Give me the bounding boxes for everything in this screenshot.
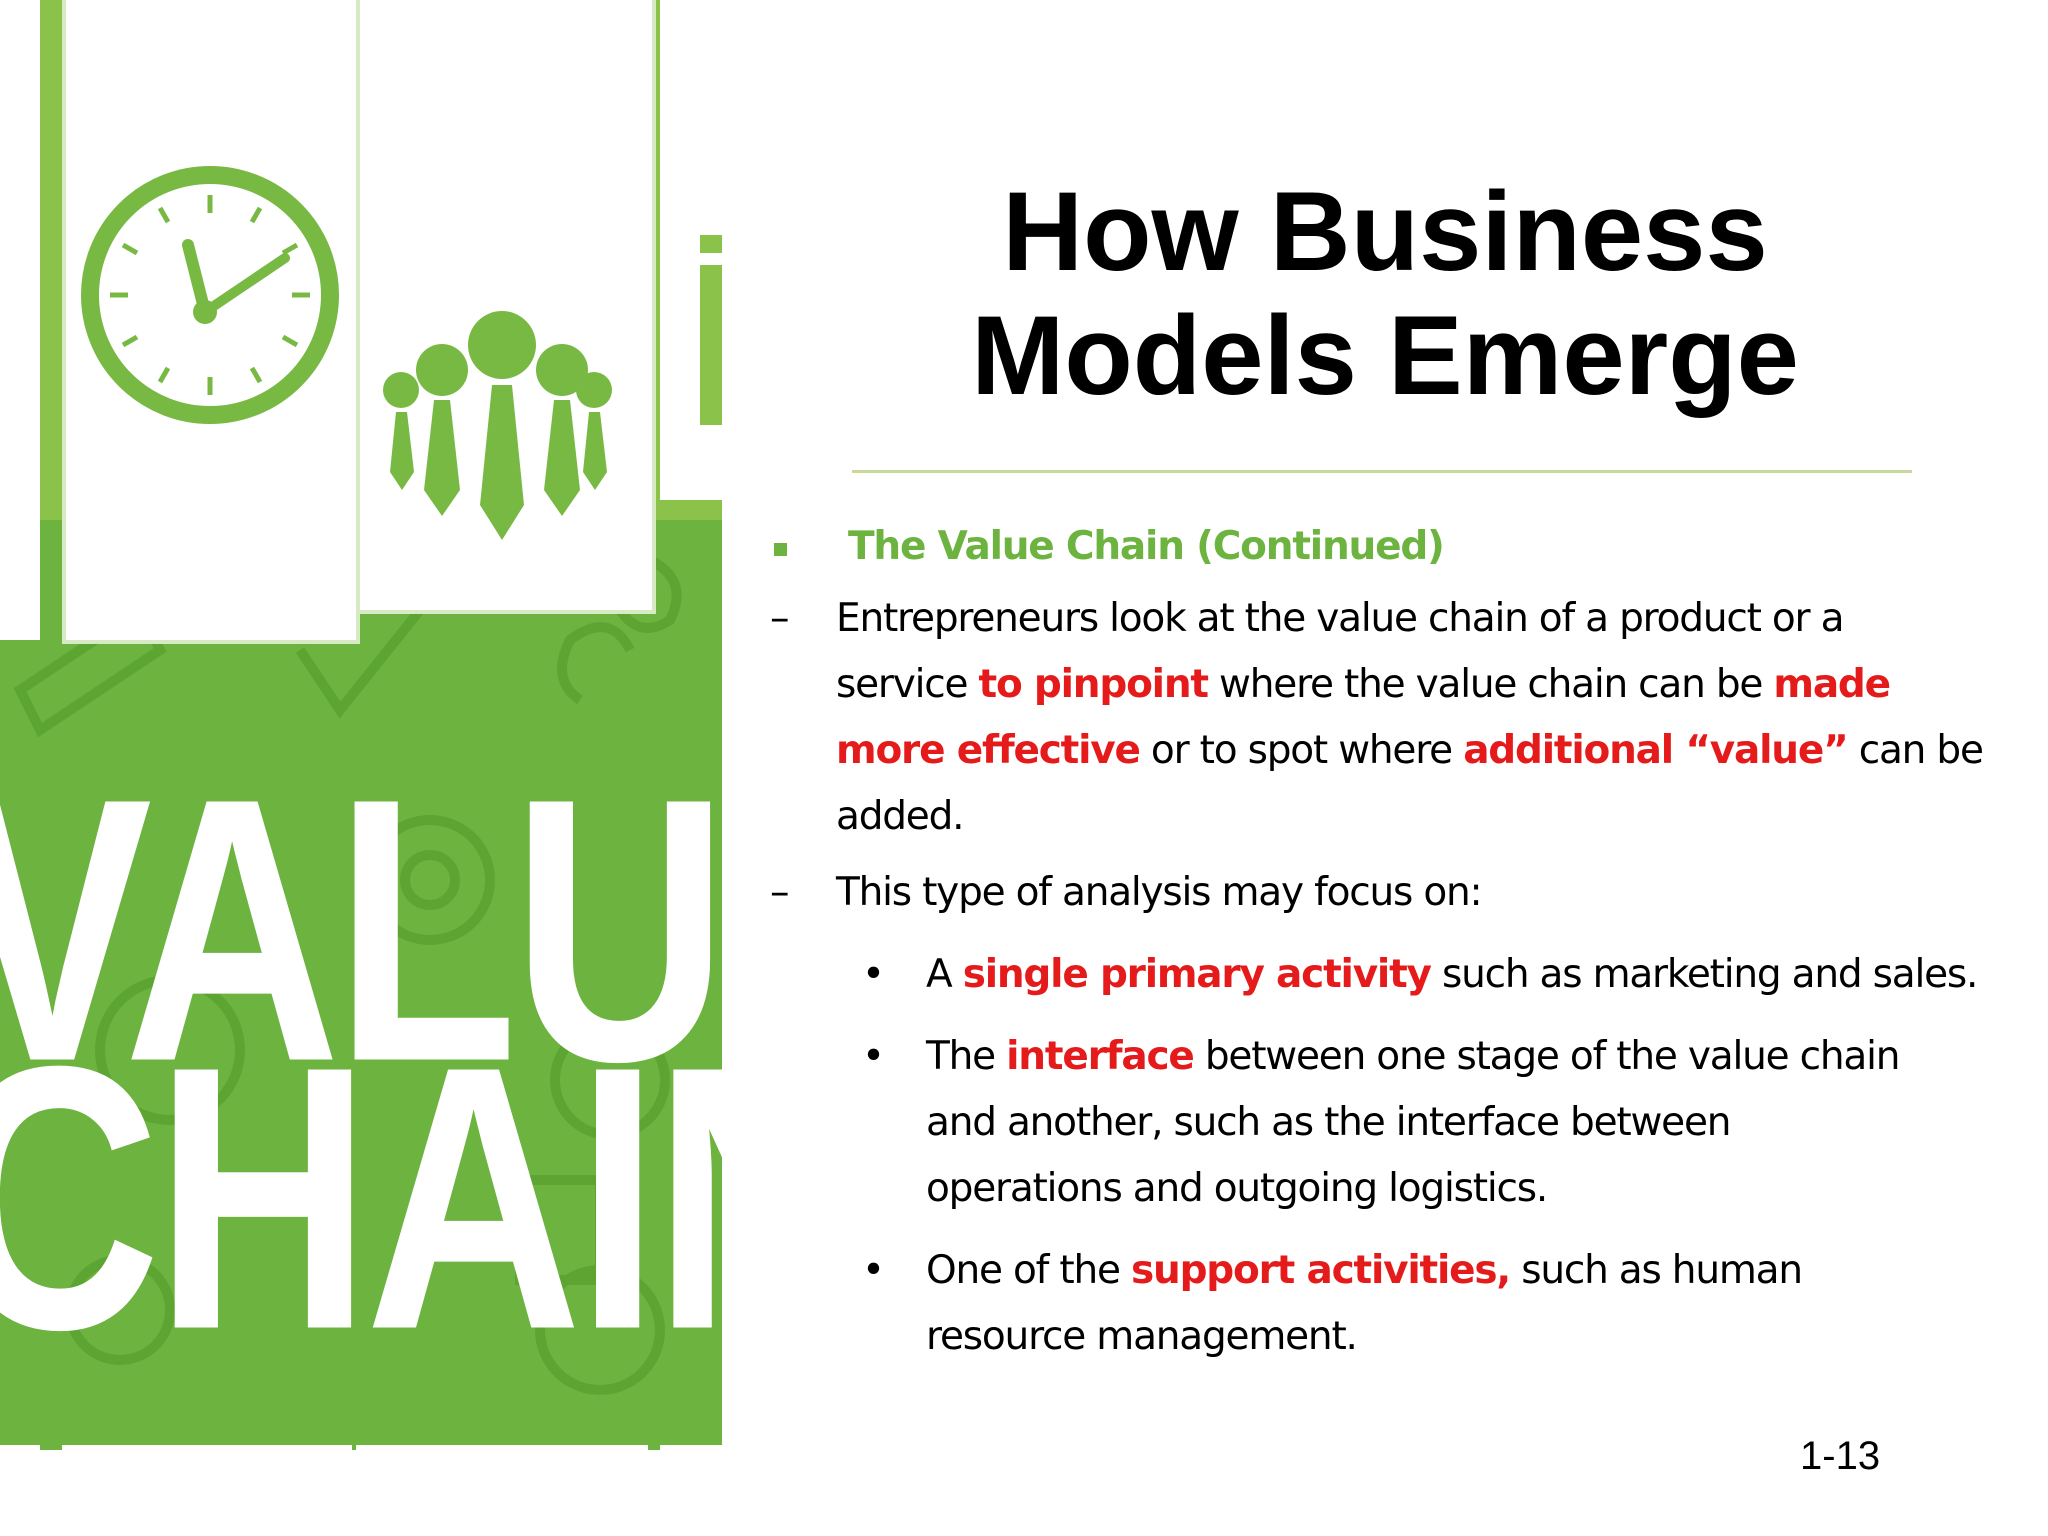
dash-bullet-icon: – bbox=[770, 596, 790, 641]
text: between one stage of the value chain bbox=[1193, 1034, 1901, 1079]
dash1-line3: more effective or to spot where addition… bbox=[836, 728, 1984, 773]
dash1-line2: service to pinpoint where the value chai… bbox=[836, 662, 1891, 707]
highlight-text: more effective bbox=[836, 728, 1141, 773]
white-panel bbox=[0, 0, 40, 640]
bullet1-line1: A single primary activity such as market… bbox=[926, 952, 1978, 997]
dash1-line4: added. bbox=[836, 794, 965, 839]
text: or to spot where bbox=[1139, 728, 1464, 773]
highlight-text: additional “value” bbox=[1463, 728, 1849, 773]
bullet2-line1: The interface between one stage of the v… bbox=[926, 1034, 1901, 1079]
white-panel bbox=[356, 1445, 648, 1536]
white-panel bbox=[660, 0, 722, 500]
white-panel bbox=[660, 1445, 722, 1536]
slide-title: How Business Models Emerge bbox=[850, 170, 1920, 418]
title-line-1: How Business bbox=[1002, 169, 1768, 294]
gear-pattern-icon bbox=[65, 1255, 175, 1365]
dollar-pattern-icon bbox=[557, 622, 635, 705]
text: where the value chain can be bbox=[1207, 662, 1774, 707]
dash2-line1: This type of analysis may focus on: bbox=[836, 870, 1483, 915]
dot-bullet-icon: • bbox=[862, 1034, 886, 1079]
white-panel bbox=[62, 1445, 352, 1536]
document-pattern-icon bbox=[515, 1175, 605, 1285]
highlight-text: single primary activity bbox=[962, 952, 1432, 997]
text: such as marketing and sales. bbox=[1430, 952, 1978, 997]
bullet2-line2: and another, such as the interface betwe… bbox=[926, 1100, 1731, 1145]
text: such as human bbox=[1510, 1248, 1803, 1293]
text: can be bbox=[1847, 728, 1984, 773]
highlight-text: to pinpoint bbox=[978, 662, 1210, 707]
dash1-line1: Entrepreneurs look at the value chain of… bbox=[836, 596, 1844, 641]
puzzle-pattern-icon bbox=[615, 555, 682, 633]
image-word-value: VALUE bbox=[0, 719, 722, 1140]
square-bullet-icon bbox=[774, 543, 787, 556]
team-panel bbox=[356, 0, 656, 614]
gear-pattern-icon bbox=[365, 815, 495, 945]
highlight-text: made bbox=[1773, 662, 1891, 707]
page-number: 1-13 bbox=[1800, 1434, 1881, 1478]
title-line-2: Models Emerge bbox=[971, 293, 1799, 418]
gear-pattern-icon bbox=[550, 1020, 670, 1140]
white-panel bbox=[0, 1445, 40, 1536]
bullet3-line2: resource management. bbox=[926, 1314, 1358, 1359]
image-word-chain: CHAIN bbox=[0, 987, 722, 1408]
text: A bbox=[926, 952, 963, 997]
highlight-text: interface bbox=[1006, 1034, 1195, 1079]
text: The bbox=[926, 1034, 1007, 1079]
text: One of the bbox=[926, 1248, 1131, 1293]
clock-pattern-icon bbox=[95, 975, 245, 1125]
dash-bullet-icon: – bbox=[770, 870, 790, 915]
dot-bullet-icon: • bbox=[862, 952, 886, 997]
highlight-text: support activities, bbox=[1131, 1248, 1511, 1293]
clock-panel bbox=[62, 0, 360, 644]
value-chain-illustration: VALUE CHAIN bbox=[0, 0, 722, 1536]
title-divider bbox=[852, 470, 1912, 473]
text: service bbox=[836, 662, 979, 707]
section-heading: The Value Chain (Continued) bbox=[848, 524, 1445, 569]
bullet2-line3: operations and outgoing logistics. bbox=[926, 1166, 1548, 1211]
check-pattern-icon bbox=[295, 606, 424, 719]
dot-bullet-icon: • bbox=[862, 1248, 886, 1293]
bullet3-line1: One of the support activities, such as h… bbox=[926, 1248, 1803, 1293]
